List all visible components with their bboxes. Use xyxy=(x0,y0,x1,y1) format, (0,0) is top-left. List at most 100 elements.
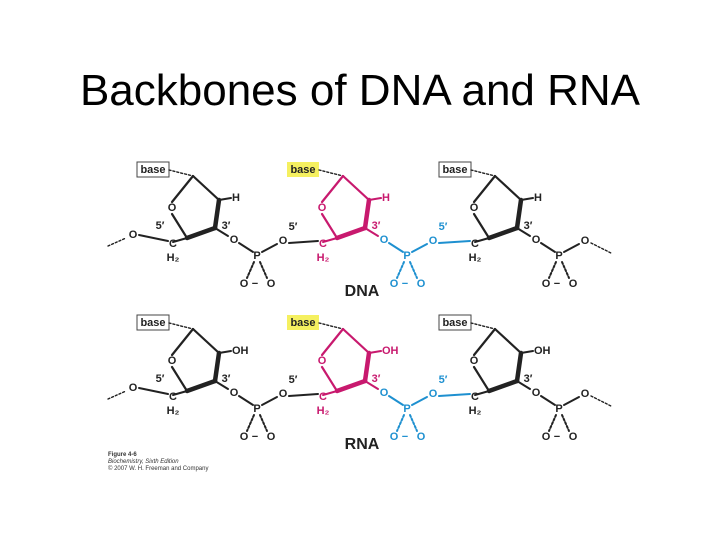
glycosidic-bond xyxy=(318,322,344,330)
substituent-bond xyxy=(368,197,382,201)
substituent-h: H xyxy=(382,192,390,204)
ring-bond-bold xyxy=(334,378,368,394)
ring-bond xyxy=(493,174,523,202)
p-o5-bond xyxy=(261,243,278,253)
ring-bond-bold xyxy=(212,350,222,384)
o5-c5-bond xyxy=(288,393,319,397)
o3-atom: O xyxy=(380,234,389,246)
phosphorus: P xyxy=(253,403,260,415)
ring-bond-bold xyxy=(184,378,218,394)
prime-3-label: 3′ xyxy=(372,373,381,385)
ring-bond-bold xyxy=(362,197,372,231)
o5-atom: O xyxy=(429,388,438,400)
negative-charge: − xyxy=(554,278,560,290)
prime-3-label: 3′ xyxy=(524,373,533,385)
ring-bond-bold xyxy=(486,225,520,241)
o3-atom: O xyxy=(230,387,239,399)
p-o5-bond xyxy=(261,396,278,406)
ring-bond-bold xyxy=(362,350,372,384)
base-box xyxy=(287,315,319,330)
o3-bond xyxy=(214,380,229,390)
o3-bond xyxy=(364,227,379,237)
phosphate-oxygen: O xyxy=(390,278,399,290)
ring-bond xyxy=(170,212,189,240)
phosphate-oxygen: O xyxy=(542,278,551,290)
phosphate-oxygen: O xyxy=(267,431,276,443)
o3-p-bond xyxy=(540,395,556,406)
ring-bond-bold xyxy=(514,350,524,384)
p-o5-bond xyxy=(563,396,580,406)
base-label: base xyxy=(140,164,165,176)
p-o5-bond xyxy=(411,396,428,406)
c5-h2: H₂ xyxy=(167,252,180,264)
ring-bond xyxy=(493,327,523,355)
substituent-bond xyxy=(520,350,534,354)
o3-bond xyxy=(516,380,531,390)
c5-h2: H₂ xyxy=(469,405,482,417)
phosphorus: P xyxy=(403,250,410,262)
ring-oxygen: O xyxy=(168,355,177,367)
phosphate-oxygen: O xyxy=(390,431,399,443)
o5-c5-bond xyxy=(438,240,471,244)
substituent-bond xyxy=(520,197,534,201)
ring-bond xyxy=(320,365,339,393)
chain-continuation xyxy=(107,237,127,247)
ring-bond xyxy=(472,212,491,240)
ring-oxygen: O xyxy=(168,202,177,214)
ring-oxygen: O xyxy=(470,355,479,367)
p-o-bond xyxy=(259,261,268,279)
c4-c5-bond xyxy=(474,390,490,396)
ring-bond xyxy=(472,365,491,393)
o3-p-bond xyxy=(238,242,254,253)
o5-atom: O xyxy=(429,235,438,247)
base-box xyxy=(287,162,319,177)
c5-carbon: C xyxy=(169,238,177,250)
negative-charge: − xyxy=(554,431,560,443)
phosphate-oxygen: O xyxy=(267,278,276,290)
c4-c5-bond xyxy=(172,390,188,396)
ring-bond xyxy=(472,327,497,357)
o5-atom: O xyxy=(279,388,288,400)
negative-charge: − xyxy=(252,278,258,290)
p-o-bond xyxy=(548,261,557,279)
ring-bond xyxy=(170,327,195,357)
figure-number: Figure 4-6 xyxy=(108,452,137,458)
phosphate-oxygen: O xyxy=(569,278,578,290)
c4-c5-bond xyxy=(322,237,338,243)
glycosidic-bond xyxy=(168,169,194,177)
ring-bond xyxy=(341,174,371,202)
p-o-bond xyxy=(548,414,557,432)
c5-carbon: C xyxy=(169,391,177,403)
substituent-bond xyxy=(218,350,232,354)
copyright: © 2007 W. H. Freeman and Company xyxy=(108,466,209,472)
prime-5-label: 5′ xyxy=(156,220,165,232)
o3-atom: O xyxy=(532,234,541,246)
phosphate-oxygen: O xyxy=(569,431,578,443)
dna-label: DNA xyxy=(345,283,380,300)
o5-c5-bond xyxy=(288,240,319,244)
o5-atom: O xyxy=(129,229,138,241)
glycosidic-bond xyxy=(318,169,344,177)
prime-3-label: 3′ xyxy=(372,220,381,232)
prime-5-label: 5′ xyxy=(439,221,448,233)
o5-c5-bond xyxy=(138,234,169,242)
substituent-h: H xyxy=(232,192,240,204)
phosphorus: P xyxy=(253,250,260,262)
c5-carbon: C xyxy=(319,238,327,250)
p-o-bond xyxy=(561,414,570,432)
ring-bond-bold xyxy=(334,225,368,241)
ring-bond xyxy=(320,174,345,204)
glycosidic-bond xyxy=(168,322,194,330)
c4-c5-bond xyxy=(474,237,490,243)
ring-bond-bold xyxy=(212,197,222,231)
p-o-bond xyxy=(561,261,570,279)
ring-bond xyxy=(341,327,371,355)
c4-c5-bond xyxy=(172,237,188,243)
substituent-oh: OH xyxy=(382,345,399,357)
o3-atom: O xyxy=(532,387,541,399)
ring-bond xyxy=(170,174,195,204)
p-o-bond xyxy=(409,414,418,432)
ring-bond-bold xyxy=(486,378,520,394)
phosphorus: P xyxy=(555,250,562,262)
